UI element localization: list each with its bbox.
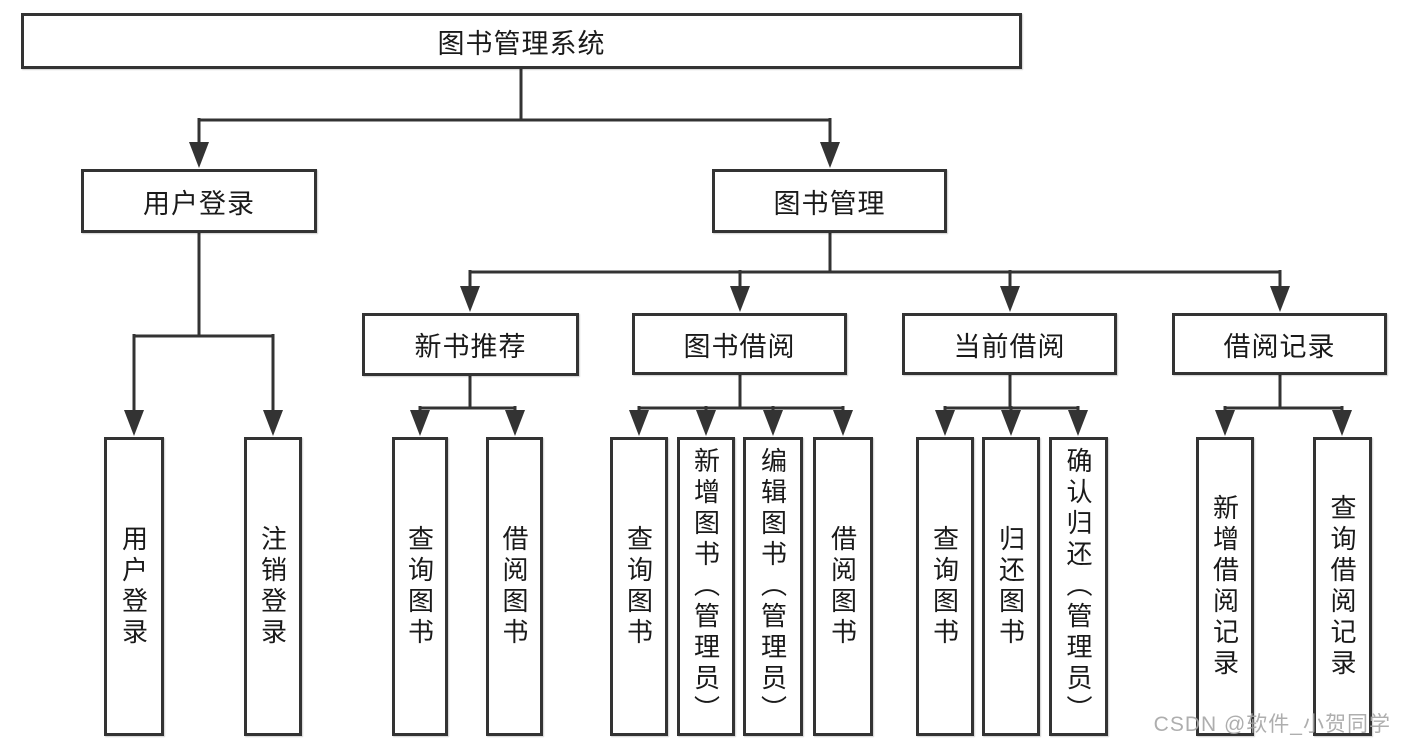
leaf-br-add-record: 新增借阅记录 — [1196, 437, 1254, 736]
leaf-bb-borrow-books: 借阅图书 — [813, 437, 873, 736]
leaf-nbr-query-books: 查询图书 — [392, 437, 448, 736]
node-current-borrow: 当前借阅 — [902, 313, 1117, 375]
leaf-cb-return-books: 归还图书 — [982, 437, 1040, 736]
leaf-user-login: 用户登录 — [104, 437, 164, 736]
leaf-br-query-record: 查询借阅记录 — [1313, 437, 1372, 736]
node-new-book-recommend: 新书推荐 — [362, 313, 579, 376]
leaf-bb-add-book-admin: 新增图书（管理员） — [677, 437, 735, 736]
leaf-cb-confirm-return-admin: 确认归还（管理员） — [1049, 437, 1108, 736]
leaf-bb-edit-book-admin: 编辑图书（管理员） — [743, 437, 803, 736]
node-user-login: 用户登录 — [81, 169, 317, 233]
csdn-watermark: CSDN @软件_小贺同学 — [1153, 713, 1391, 736]
node-borrow-records: 借阅记录 — [1172, 313, 1387, 375]
leaf-logout: 注销登录 — [244, 437, 302, 736]
node-book-borrow: 图书借阅 — [632, 313, 847, 375]
leaf-nbr-borrow-books: 借阅图书 — [486, 437, 543, 736]
leaf-cb-query-books: 查询图书 — [916, 437, 974, 736]
node-root: 图书管理系统 — [21, 13, 1022, 69]
node-book-management: 图书管理 — [712, 169, 947, 233]
leaf-bb-query-books: 查询图书 — [610, 437, 668, 736]
